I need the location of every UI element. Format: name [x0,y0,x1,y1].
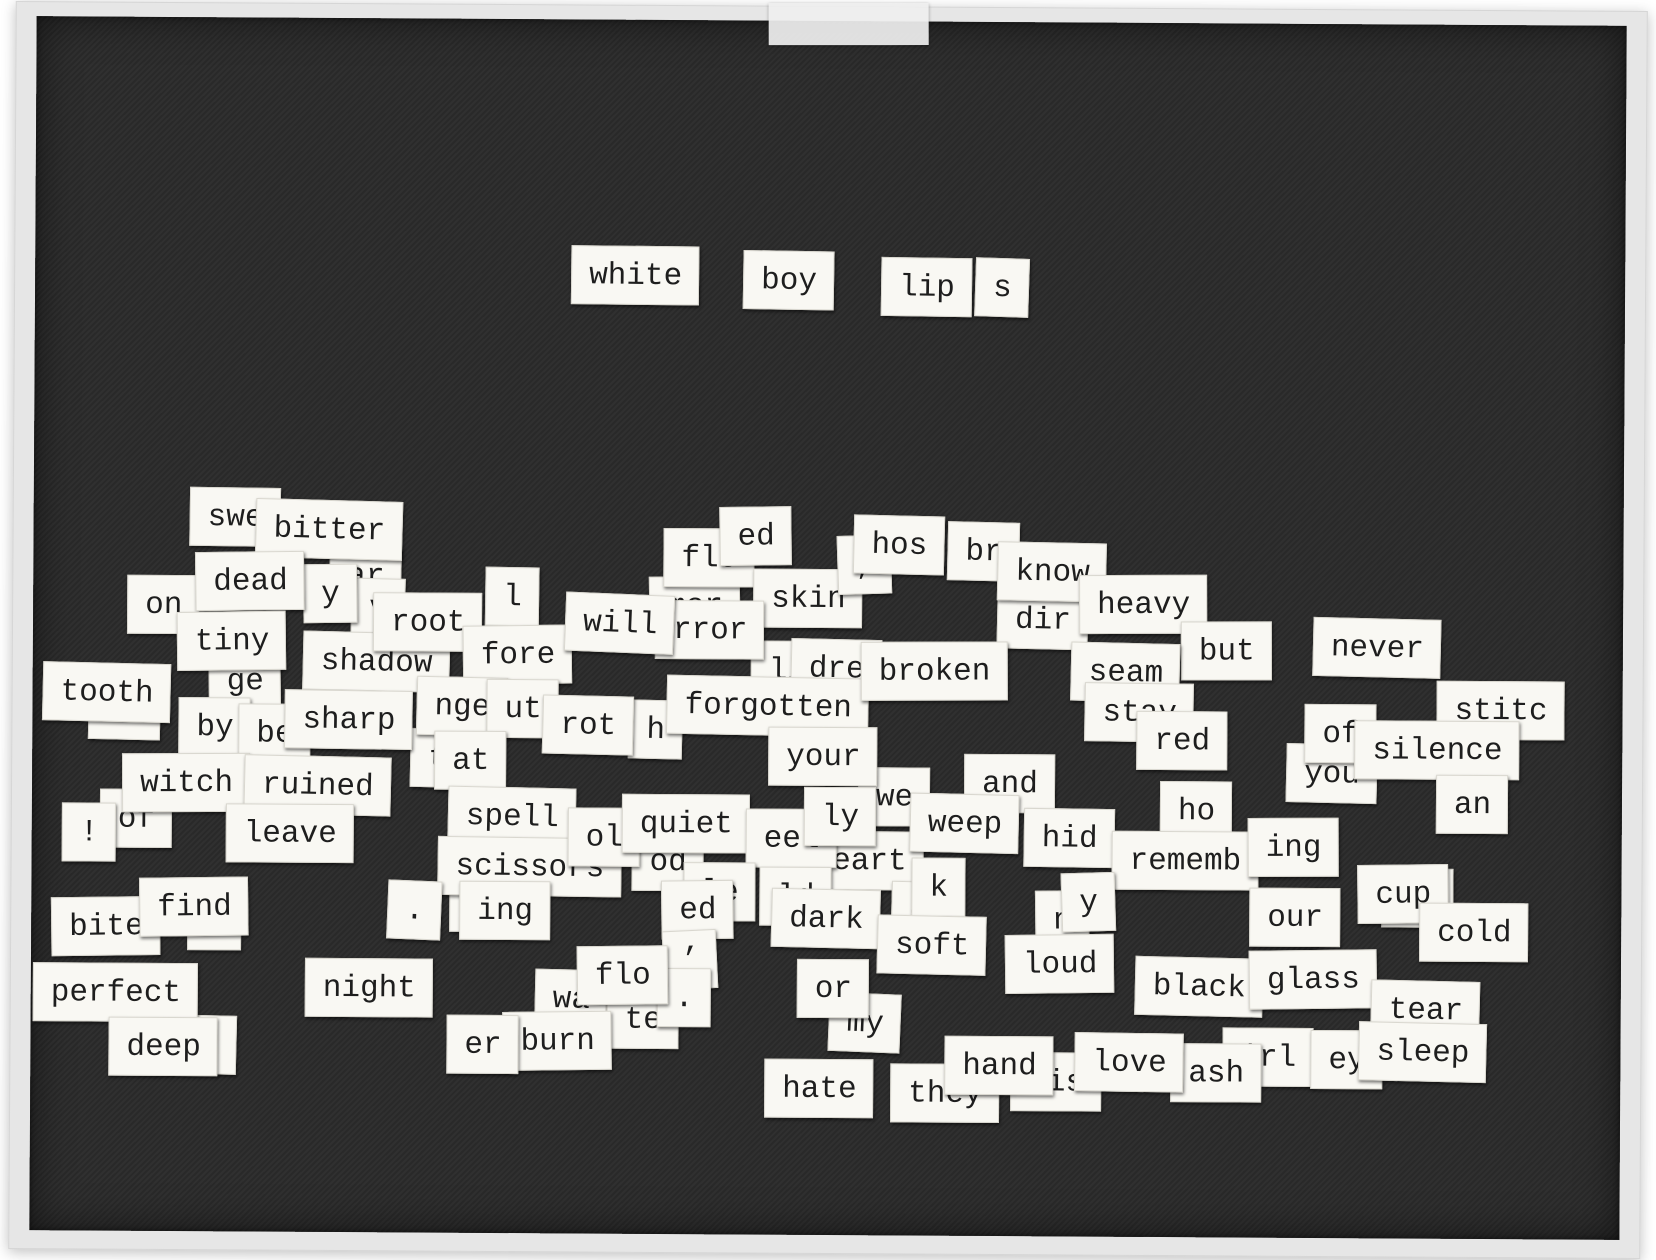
magnet-word[interactable]: at [434,730,507,791]
magnet-word[interactable]: hand [944,1035,1054,1096]
magnet-word[interactable]: silence [1354,720,1520,781]
magnet-word[interactable]: perfect [32,962,199,1023]
tape-strip [768,3,929,46]
magnet-word[interactable]: hid [1023,807,1115,869]
magnet-word[interactable]: tiny [176,610,287,671]
magnet-word[interactable]: rememb [1111,830,1259,891]
magnet-word[interactable]: y [1060,871,1116,933]
magnet-word[interactable]: . [386,879,443,941]
magnet-word[interactable]: deep [108,1016,219,1077]
magnet-word[interactable]: glass [1248,949,1378,1010]
magnet-word[interactable]: rot [541,694,634,756]
magnet-word[interactable]: our [1249,887,1341,948]
magnet-word[interactable]: sleep [1357,1021,1488,1084]
magnet-word[interactable]: quiet [621,793,751,854]
magnet-word[interactable]: ing [459,880,551,941]
magnet-word[interactable]: dark [770,887,882,950]
magnet-word[interactable]: hate [764,1058,874,1119]
magnet-word[interactable]: s [974,257,1030,318]
magnet-word[interactable]: night [304,957,434,1018]
magnet-word[interactable]: white [570,245,700,306]
magnet-word[interactable]: an [1435,774,1509,835]
magnet-word[interactable]: k [911,857,966,917]
magnet-word[interactable]: weep [909,792,1020,855]
magnet-word[interactable]: ly [803,786,877,847]
magnet-word[interactable]: hos [852,514,946,576]
magnet-word[interactable]: broken [860,641,1008,701]
magnet-word[interactable]: your [768,726,878,787]
magnet-word[interactable]: ing [1247,817,1339,877]
magnet-word[interactable]: leave [225,803,354,864]
magnet-word[interactable]: love [1073,1032,1185,1093]
magnet-board: wi ar v l ge tr of mor lic h od heart et… [29,16,1627,1240]
magnet-word[interactable]: will [563,591,676,655]
photo-frame: wi ar v l ge tr of mor lic h od heart et… [8,1,1648,1259]
magnet-word[interactable]: ! [61,802,116,862]
magnet-word[interactable]: sharp [284,689,413,751]
magnet-word[interactable]: fore [462,624,573,685]
magnet-word[interactable]: find [138,876,250,937]
magnet-word[interactable]: l [484,566,540,627]
magnet-word[interactable]: red [1136,710,1228,771]
magnet-word[interactable]: never [1312,616,1442,679]
magnet-word[interactable]: ed [719,506,793,566]
magnet-word[interactable]: soft [876,914,988,976]
magnet-word[interactable]: boy [742,250,835,311]
magnet-word[interactable]: tooth [41,661,172,724]
magnet-word[interactable]: black [1134,955,1264,1018]
magnet-word[interactable]: dead [194,550,306,612]
magnet-word[interactable]: y [302,563,358,624]
magnet-word[interactable]: flo [576,945,669,1006]
magnet-word[interactable]: er [446,1014,519,1075]
magnet-word[interactable]: loud [1004,933,1115,995]
magnet-word[interactable]: or [796,958,870,1019]
magnet-word[interactable]: lip [880,256,973,318]
magnet-word[interactable]: cold [1418,902,1529,963]
magnet-word[interactable]: but [1180,621,1272,681]
